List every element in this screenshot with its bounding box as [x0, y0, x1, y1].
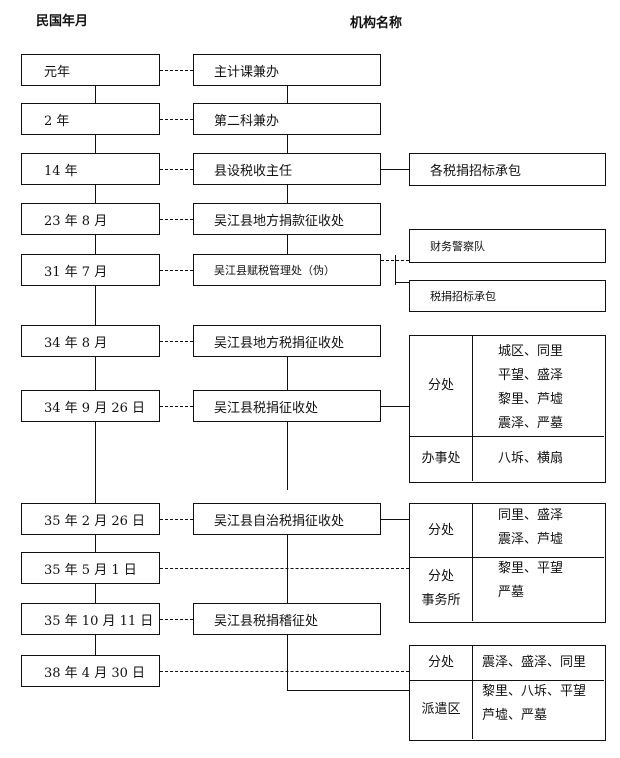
side-box-police: 财务警察队 — [409, 229, 606, 263]
dashed-connector — [160, 70, 193, 71]
dashed-connector — [160, 619, 193, 620]
dispatch-label: 派遣区 — [421, 701, 461, 717]
branch-line: 平望、盛泽 — [498, 368, 564, 383]
dashed-connector — [160, 519, 193, 520]
dashed-connector-to-branch — [160, 671, 409, 672]
grid-divider — [472, 336, 473, 481]
date-box: 31 年 7 月 — [21, 254, 160, 286]
side-connector — [381, 519, 409, 520]
org-box: 吴江县地方税捐征收处 — [193, 325, 381, 357]
branch-line: 震泽、盛泽、同里 — [482, 655, 587, 670]
branch-label: 分处 — [427, 378, 454, 393]
branch-label: 分处 — [427, 522, 454, 538]
side-bracket — [395, 255, 396, 285]
date-box: 14 年 — [21, 153, 160, 185]
side-box-tender: 税捐招标承包 — [409, 280, 606, 312]
org-column-header: 机构名称 — [350, 16, 403, 31]
timeline-spine — [95, 85, 96, 655]
org-box: 吴江县自治税捐征收处 — [193, 503, 381, 535]
branch-line: 同里、盛泽 — [498, 508, 564, 523]
dispatch-line: 芦墟、严墓 — [482, 708, 548, 723]
side-connector — [395, 282, 409, 283]
office-label: 办事处 — [421, 450, 461, 466]
branch-line: 城区、同里 — [498, 344, 564, 359]
side-box-tender: 各税捐招标承包 — [409, 153, 606, 186]
date-box: 元年 — [21, 54, 160, 86]
org-box: 县设税收主任 — [193, 153, 381, 185]
office-line: 黎里、平望 — [498, 561, 564, 576]
date-box: 35 年 2 月 26 日 — [21, 503, 160, 535]
dispatch-line: 黎里、八坼、平望 — [482, 684, 587, 699]
dashed-connector — [160, 406, 193, 407]
date-box: 23 年 8 月 — [21, 203, 160, 235]
date-box: 34 年 9 月 26 日 — [21, 390, 160, 422]
org-box: 吴江县税捐稽征处 — [193, 603, 381, 635]
org-box: 吴江县赋税管理处（伪） — [193, 254, 381, 286]
branch-line: 黎里、芦墟 — [498, 392, 564, 407]
office-line: 八坼、横扇 — [498, 450, 564, 466]
org-box: 吴江县税捐征收处 — [193, 390, 381, 422]
office-label-line: 分处 — [427, 569, 454, 584]
side-connector-dashed — [381, 260, 409, 261]
org-box: 吴江县地方捐款征收处 — [193, 203, 381, 235]
dashed-connector — [160, 119, 193, 120]
grid-divider — [472, 504, 473, 621]
branch-group-1946: 分处 同里、盛泽 震泽、芦墟 分处 事务所 黎里、平望 严墓 — [409, 503, 606, 623]
dashed-connector — [160, 341, 193, 342]
branch-group-1934: 分处 城区、同里 平望、盛泽 黎里、芦墟 震泽、严墓 办事处 八坼、横扇 — [409, 335, 606, 483]
org-box: 第二科兼办 — [193, 103, 381, 135]
office-label: 分处 事务所 — [410, 557, 472, 621]
grid-divider — [472, 646, 473, 739]
date-box: 38 年 4 月 30 日 — [21, 655, 160, 687]
dashed-connector — [160, 219, 193, 220]
org-box: 主计课兼办 — [193, 54, 381, 86]
branch-list: 城区、同里 平望、盛泽 黎里、芦墟 震泽、严墓 — [498, 340, 604, 432]
office-label-line: 事务所 — [421, 593, 461, 608]
side-connector — [381, 406, 409, 407]
branch-line: 震泽、严墓 — [498, 416, 564, 431]
dashed-connector — [160, 270, 193, 271]
side-connector — [381, 169, 409, 170]
dashed-connector — [160, 169, 193, 170]
branch-list: 同里、盛泽 震泽、芦墟 — [498, 504, 604, 557]
grid-divider — [410, 436, 604, 437]
branch-label: 分处 — [427, 655, 454, 670]
org-spine-to-dispatch — [287, 690, 409, 691]
branch-line: 震泽、芦墟 — [498, 532, 564, 547]
grid-divider — [410, 680, 604, 681]
date-box: 34 年 8 月 — [21, 325, 160, 357]
date-box: 2 年 — [21, 103, 160, 135]
branch-group-1949: 分处 震泽、盛泽、同里 派遣区 黎里、八坼、平望 芦墟、严墓 — [409, 645, 606, 741]
dispatch-list: 黎里、八坼、平望 芦墟、严墓 — [482, 680, 604, 739]
date-box: 35 年 10 月 11 日 — [21, 603, 160, 635]
office-line: 严墓 — [498, 585, 525, 600]
dashed-connector-to-office — [160, 568, 409, 569]
office-list: 黎里、平望 严墓 — [498, 557, 604, 621]
date-box: 35 年 5 月 1 日 — [21, 552, 160, 584]
grid-divider — [410, 557, 604, 558]
date-column-header: 民国年月 — [36, 14, 89, 29]
